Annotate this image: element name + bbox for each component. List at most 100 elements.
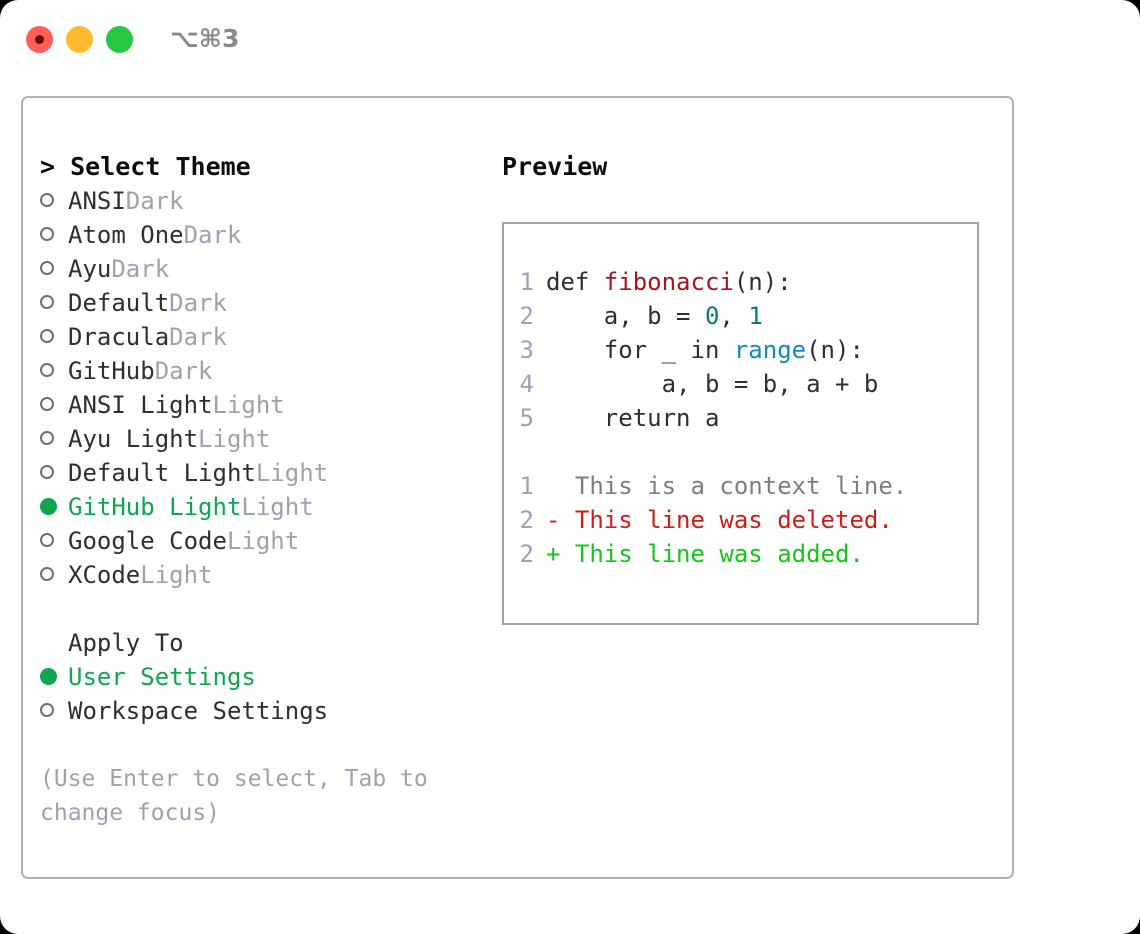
preview-heading: Preview (502, 152, 608, 181)
code-line: 4 a, b = b, a + b (504, 367, 977, 401)
diff-marker: + (546, 540, 561, 568)
close-button[interactable] (26, 26, 53, 53)
theme-item-ansi[interactable]: ANSI Dark (40, 184, 480, 218)
theme-item-tag: Light (140, 561, 213, 589)
radio-unselected-icon[interactable] (40, 354, 68, 388)
theme-item-ayu-light[interactable]: Ayu Light Light (40, 422, 480, 456)
keyboard-hint-text: (Use Enter to select, Tab to change focu… (40, 766, 428, 826)
line-number: 4 (519, 370, 534, 398)
code-line: 5 return a (504, 401, 977, 435)
theme-item-ayu[interactable]: Ayu Dark (40, 252, 480, 286)
line-number: 2 (519, 302, 534, 330)
theme-item-label: GitHub Light (68, 493, 242, 521)
code-content: return a (546, 404, 720, 432)
theme-item-github[interactable]: GitHub Dark (40, 354, 480, 388)
diff-marker: - (546, 506, 561, 534)
preview-column: Preview 1 def fibonacci(n): 2 a, b = 0, … (502, 150, 992, 625)
code-content: a, b = 0, 1 (546, 302, 763, 330)
theme-item-tag: Light (241, 493, 314, 521)
radio-unselected-icon[interactable] (40, 320, 68, 354)
apply-to-item-workspace-settings[interactable]: Workspace Settings (40, 694, 480, 728)
radio-selected-icon[interactable] (40, 660, 68, 694)
theme-item-atom-one[interactable]: Atom One Dark (40, 218, 480, 252)
preview-divider-space (504, 435, 977, 469)
theme-item-label: Atom One (68, 221, 184, 249)
main-panel: > Select Theme ANSI Dark Atom One Dark A… (21, 96, 1014, 879)
line-number: 2 (519, 540, 534, 568)
diff-line-deleted: 2 - This line was deleted. (504, 503, 977, 537)
theme-item-github-light[interactable]: GitHub Light Light (40, 490, 480, 524)
theme-item-tag: Dark (111, 255, 170, 283)
radio-unselected-icon[interactable] (40, 388, 68, 422)
keyboard-shortcut-label: ⌥⌘3 (170, 24, 240, 53)
line-number: 1 (519, 472, 534, 500)
theme-item-xcode[interactable]: XCode Light (40, 558, 480, 592)
minimize-button[interactable] (66, 26, 93, 53)
code-line: 1 def fibonacci(n): (504, 265, 977, 299)
theme-item-label: XCode (68, 561, 141, 589)
theme-item-label: Google Code (68, 527, 227, 555)
code-line: 2 a, b = 0, 1 (504, 299, 977, 333)
theme-item-label: Ayu (68, 255, 112, 283)
radio-unselected-icon[interactable] (40, 286, 68, 320)
radio-unselected-icon[interactable] (40, 456, 68, 490)
theme-list: ANSI Dark Atom One Dark Ayu Dark Default (40, 184, 480, 592)
code-content: a, b = b, a + b (546, 370, 879, 398)
maximize-button[interactable] (106, 26, 133, 53)
select-theme-heading: > Select Theme (40, 152, 251, 181)
diff-line-added: 2 + This line was added. (504, 537, 977, 571)
apply-to-item-label: User Settings (68, 663, 256, 691)
theme-item-tag: Dark (169, 323, 227, 351)
radio-selected-icon[interactable] (40, 490, 68, 524)
theme-item-tag: Light (255, 459, 329, 487)
theme-item-tag: Dark (169, 289, 227, 317)
line-number: 2 (519, 506, 534, 534)
theme-item-tag: Dark (125, 187, 184, 215)
code-content: for _ in range(n): (546, 336, 864, 364)
code-line: 3 for _ in range(n): (504, 333, 977, 367)
theme-item-tag: Light (226, 527, 300, 555)
theme-item-tag: Light (212, 391, 285, 419)
diff-content: This line was deleted. (560, 506, 893, 534)
radio-unselected-icon[interactable] (40, 558, 68, 592)
theme-item-ansi-light[interactable]: ANSI Light Light (40, 388, 480, 422)
title-bar: ⌥⌘3 (0, 0, 1140, 76)
list-spacer (40, 592, 480, 626)
theme-item-dracula[interactable]: Dracula Dark (40, 320, 480, 354)
line-number: 5 (519, 404, 534, 432)
line-number: 1 (519, 268, 534, 296)
theme-selector-column: > Select Theme ANSI Dark Atom One Dark A… (40, 150, 480, 830)
theme-item-tag: Dark (183, 221, 242, 249)
theme-item-default[interactable]: Default Dark (40, 286, 480, 320)
theme-item-label: Default (68, 289, 170, 317)
apply-to-heading: Apply To (68, 629, 184, 657)
diff-content: This line was added. (560, 540, 864, 568)
theme-item-label: Default Light (68, 459, 256, 487)
theme-item-google-code[interactable]: Google Code Light (40, 524, 480, 558)
code-content: def fibonacci(n): (546, 268, 792, 296)
line-number: 3 (519, 336, 534, 364)
traffic-lights (26, 26, 133, 53)
theme-item-default-light[interactable]: Default Light Light (40, 456, 480, 490)
apply-to-item-label: Workspace Settings (68, 697, 329, 725)
radio-unselected-icon[interactable] (40, 524, 68, 558)
theme-item-label: ANSI Light (68, 391, 213, 419)
theme-item-label: Dracula (68, 323, 170, 351)
diff-line-context: 1 This is a context line. (504, 469, 977, 503)
theme-item-label: GitHub (68, 357, 155, 385)
code-sample: 1 def fibonacci(n): 2 a, b = 0, 1 3 for … (504, 265, 977, 435)
theme-item-label: Ayu Light (68, 425, 199, 453)
theme-item-tag: Dark (154, 357, 213, 385)
apply-to-item-user-settings[interactable]: User Settings (40, 660, 480, 694)
preview-box: 1 def fibonacci(n): 2 a, b = 0, 1 3 for … (502, 222, 979, 625)
radio-unselected-icon[interactable] (40, 252, 68, 286)
theme-item-tag: Light (198, 425, 271, 453)
apply-to-list: User Settings Workspace Settings (40, 660, 480, 728)
radio-unselected-icon[interactable] (40, 422, 68, 456)
radio-unselected-icon[interactable] (40, 184, 68, 218)
theme-item-label: ANSI (68, 187, 126, 215)
diff-sample: 1 This is a context line. 2 - This line … (504, 469, 977, 571)
radio-unselected-icon[interactable] (40, 694, 68, 728)
radio-unselected-icon[interactable] (40, 218, 68, 252)
